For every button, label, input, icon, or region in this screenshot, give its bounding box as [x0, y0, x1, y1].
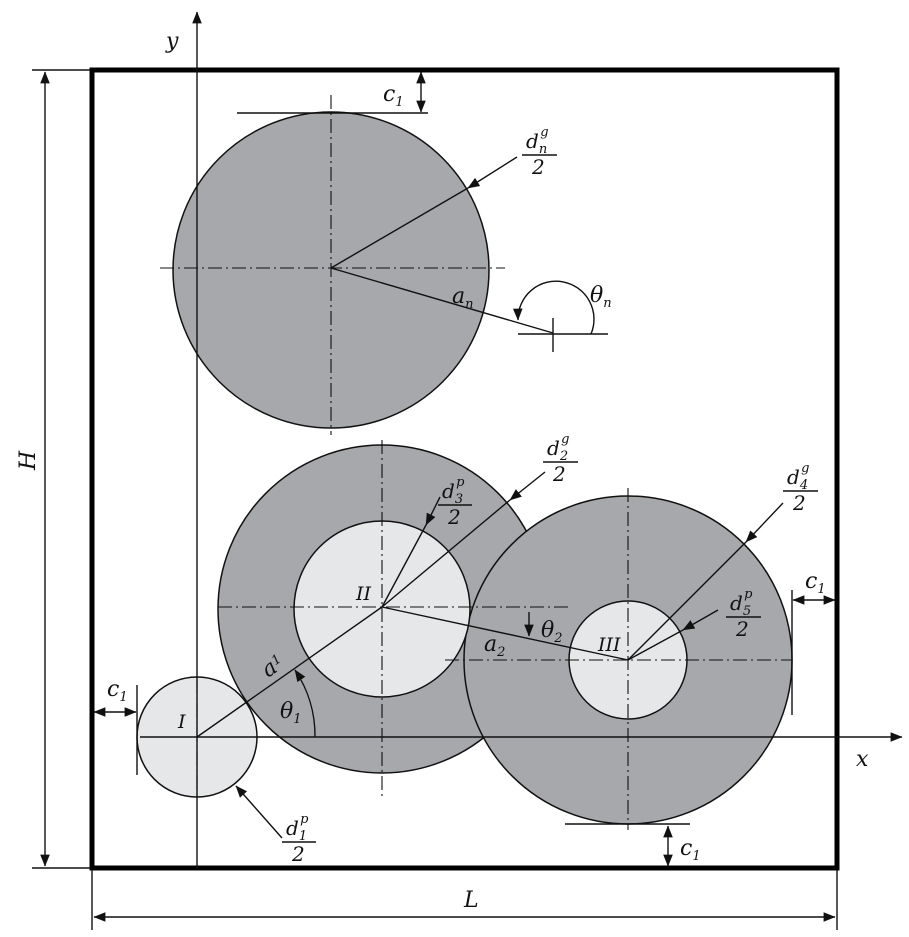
- clearance-bottom-label: c1: [680, 836, 701, 864]
- diameter-d1-p-denominator: 2: [291, 842, 305, 866]
- gear-label-I: I: [177, 711, 186, 733]
- diameter-d3-p-numerator: d3p: [442, 475, 465, 507]
- y-axis-label: y: [165, 29, 179, 54]
- clearance-top: [237, 71, 428, 114]
- angle-theta2-label: θ2: [541, 618, 563, 646]
- center-distance-a2-line: [381, 606, 629, 661]
- diameter-d5-p-numerator: d5p: [730, 587, 753, 619]
- clearance-top-label: c1: [383, 82, 404, 110]
- center-distance-a2-label: a2: [484, 632, 505, 660]
- fraction-bars: [282, 154, 818, 843]
- clearance-right-label: c1: [805, 569, 826, 597]
- diameter-dn-g-denominator: 2: [531, 155, 545, 179]
- angle-thetan-label: θn: [590, 283, 612, 311]
- x-axis-label: x: [856, 747, 869, 772]
- clearance-left: [93, 685, 138, 775]
- diameter-d4-g-denominator: 2: [792, 491, 806, 515]
- height-label: H: [16, 450, 41, 471]
- diameter-d2-g-numerator: d2g: [547, 432, 569, 464]
- angle-theta1-label: θ1: [280, 699, 302, 727]
- center-distance-a1-line: [196, 606, 383, 738]
- gear-label-II: II: [355, 583, 372, 605]
- width-dimension: [91, 870, 838, 930]
- gear-label-III: III: [597, 634, 621, 656]
- center-distance-an-line: [330, 267, 554, 334]
- angle-theta1-arc: [294, 669, 316, 738]
- diameter-d1-p-numerator: d1p: [286, 812, 309, 844]
- height-dimension: [32, 69, 90, 869]
- clearance-bottom: [565, 823, 690, 867]
- radius-leaders: [235, 156, 784, 839]
- angle-thetan-marker: [512, 280, 608, 352]
- diameter-d3-p-denominator: 2: [447, 505, 461, 529]
- clearance-left-label: c1: [107, 677, 128, 705]
- diameter-dn-g-numerator: dng: [526, 125, 549, 157]
- center-distance-an-label: an: [452, 284, 474, 312]
- diameter-d5-p-denominator: 2: [735, 617, 749, 641]
- diameter-d2-g-denominator: 2: [552, 462, 566, 486]
- diameter-d4-g-numerator: d4g: [787, 461, 809, 493]
- width-label: L: [463, 888, 479, 913]
- clearance-right: [791, 590, 836, 715]
